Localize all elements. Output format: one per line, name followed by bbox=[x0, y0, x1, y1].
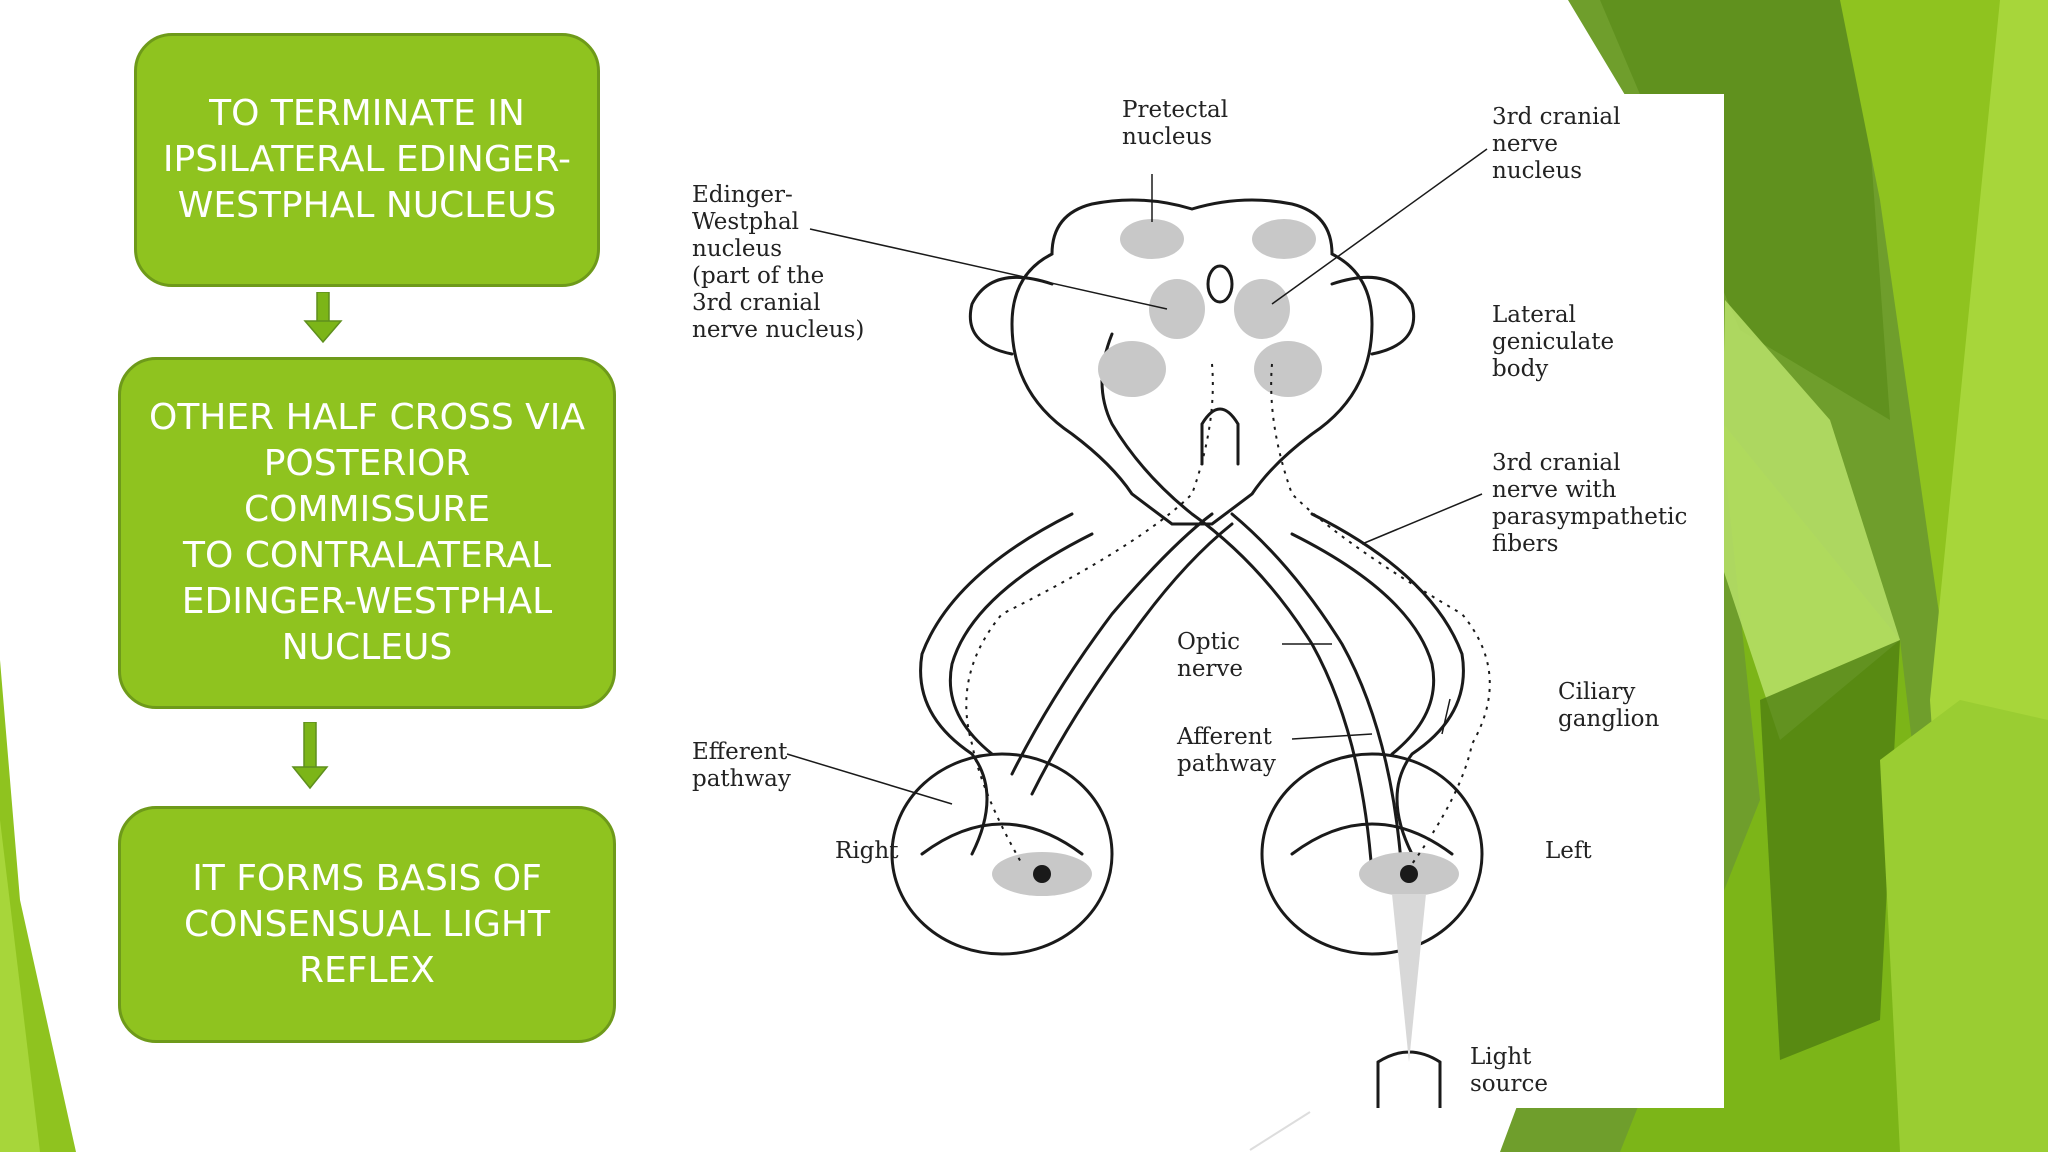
label-edinger-westphal: Edinger- Westphal nucleus (part of the 3… bbox=[692, 182, 865, 343]
label-efferent-pathway: Efferent pathway bbox=[692, 739, 791, 792]
label-pretectal-nucleus: Pretectal nucleus bbox=[1122, 97, 1229, 150]
efferent-loop-right bbox=[919, 512, 1074, 856]
flow-box-text: IT FORMS BASIS OF CONSENSUAL LIGHT REFLE… bbox=[184, 857, 550, 991]
edinger-westphal-right bbox=[1234, 279, 1290, 339]
geniculate-blob-right bbox=[1254, 341, 1322, 397]
geniculate-blob-left bbox=[1098, 341, 1166, 397]
pretectal-nucleus-right bbox=[1252, 219, 1316, 259]
edinger-westphal-left bbox=[1149, 279, 1205, 339]
label-third-nerve-nucleus: 3rd cranial nerve nucleus bbox=[1492, 104, 1621, 184]
eye-right bbox=[890, 752, 1114, 956]
flow-box-consensual-reflex: IT FORMS BASIS OF CONSENSUAL LIGHT REFLE… bbox=[118, 806, 616, 1043]
down-arrow-icon bbox=[303, 292, 343, 344]
pupil-left bbox=[1400, 865, 1418, 883]
pupillary-reflex-diagram: Pretectal nucleus 3rd cranial nerve nucl… bbox=[672, 94, 1724, 1108]
optic-nerve-left bbox=[1100, 332, 1374, 876]
label-ciliary-ganglion: Ciliary ganglion bbox=[1558, 679, 1660, 732]
light-beam bbox=[1392, 894, 1426, 1062]
flow-box-text: TO TERMINATE IN IPSILATERAL EDINGER- WES… bbox=[162, 93, 572, 226]
label-optic-nerve: Optic nerve bbox=[1177, 629, 1244, 682]
optic-nerve-right bbox=[1010, 512, 1214, 776]
flow-box-terminate-ipsilateral: TO TERMINATE IN IPSILATERAL EDINGER- WES… bbox=[134, 33, 600, 287]
flow-box-text: OTHER HALF CROSS VIA POSTERIOR COMMISSUR… bbox=[148, 397, 585, 668]
label-light-source: Light source bbox=[1470, 1044, 1548, 1097]
lateral-geniculate-left bbox=[968, 275, 1054, 356]
aqueduct bbox=[1206, 264, 1234, 304]
label-afferent-pathway: Afferent pathway bbox=[1177, 724, 1276, 777]
label-right-eye: Right bbox=[835, 838, 899, 864]
down-arrow-icon bbox=[291, 722, 329, 790]
pretectal-nucleus-left bbox=[1120, 219, 1184, 259]
eye-left bbox=[1260, 752, 1484, 956]
efferent-loop-left bbox=[1310, 512, 1465, 856]
label-lateral-geniculate: Lateral geniculate body bbox=[1492, 302, 1615, 382]
midbrain-outline bbox=[1010, 198, 1374, 526]
flow-box-cross-posterior-commissure: OTHER HALF CROSS VIA POSTERIOR COMMISSUR… bbox=[118, 357, 616, 709]
label-left-eye: Left bbox=[1545, 838, 1592, 864]
lateral-geniculate-right bbox=[1330, 275, 1416, 356]
pupil-right bbox=[1033, 865, 1051, 883]
pathway-drawing bbox=[786, 148, 1491, 1108]
label-third-nerve-fibers: 3rd cranial nerve with parasympathetic f… bbox=[1492, 450, 1688, 557]
